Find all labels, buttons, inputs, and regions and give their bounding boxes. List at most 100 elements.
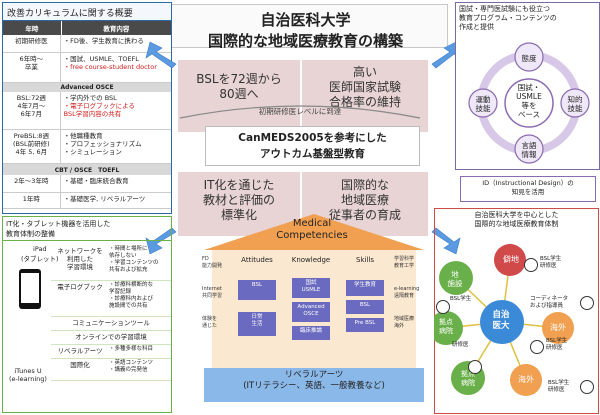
curriculum-year: 1年時 <box>3 193 61 208</box>
it-item-label: ネットワークを 利用した 学習環境 <box>57 247 103 271</box>
curriculum-heading: 改善カリキュラムに関する概要 <box>3 3 171 21</box>
national-diagram <box>468 42 590 164</box>
node-chi-shisetsu: 地 施設 <box>447 270 463 288</box>
curriculum-year: PreBSL:8週 (BSL前研修) 4年 5, 6月 <box>3 130 61 163</box>
node-henchi: 僻地 <box>503 255 519 264</box>
it-heading: IT化・タブレット機器を活用した 教育体制の整備 <box>3 217 171 241</box>
competency-col-header: Skills <box>356 256 374 264</box>
competency-left-label: Internet 共同学習 <box>202 286 223 299</box>
initial-level-label: 初期研修医レベルに到達 <box>258 107 342 116</box>
curriculum-content: ・国試、USMLE、TOEFL・free course-student doct… <box>61 53 171 82</box>
curriculum-box: 改善カリキュラムに関する概要 年時 教育内容 初期研修医・FD後、学生教育に携わ… <box>2 2 172 214</box>
it-item: リベラルアーツ・多種多様な科目 <box>51 345 171 359</box>
smiley-icon <box>468 360 482 374</box>
competencies-base: リベラルアーツ (ITリテラシー、英語、一般教養など) <box>243 370 385 391</box>
curriculum-content: ・学内外での BSL・電子ログブックによる BSL学習内容の共有 <box>61 92 171 129</box>
it-item: コミュニケーションツール <box>51 317 171 331</box>
it-item-desc: ・英語コンテンツ ・講義の完発信 <box>109 360 154 373</box>
national-center: 国試・ USMLE 等を ベース <box>516 83 542 119</box>
arrow-down-right <box>431 227 461 255</box>
net-label-0: BSL学生 研修医 <box>540 256 562 269</box>
ipad-icon <box>19 269 41 309</box>
competencies-heading: Medical Competencies <box>276 218 348 241</box>
competency-box: 日常 生活 <box>238 312 276 336</box>
it-item-label: オンラインでの学習環境 <box>75 333 147 341</box>
curriculum-row: 6年時～ 卒業・国試、USMLE、TOEFL・free course-stude… <box>3 53 171 83</box>
curriculum-content: ・FD後、学生教育に携わる <box>63 37 144 45</box>
competency-left-label: 体験を 通じた <box>202 316 218 329</box>
curriculum-year: 2年～3年時 <box>3 175 61 192</box>
arrow-up-left <box>145 41 177 69</box>
node-kaigai-2: 海外 <box>518 375 534 384</box>
col-content: 教育内容 <box>60 21 171 35</box>
cbt-osce-bar: CBT / OSCE TOEFL <box>3 164 171 175</box>
itunes-label: iTunes U (e-learning) <box>9 367 47 383</box>
network-center: 自治 医大 <box>492 310 510 331</box>
curriculum-rows-2: BSL:72週 4年7月～ 6年7月・学内外での BSL・電子ログブックによる … <box>3 92 171 164</box>
advanced-osce-bar: Advanced OSCE <box>3 83 171 92</box>
network-heading: 自治医科大学を中心とした 国際的な地域医療教育体制 <box>474 211 559 228</box>
it-item-label: リベラルアーツ <box>57 347 103 355</box>
national-heading: 国試・専門医試験にも役立つ 教育プログラム・コンテンツの 作成と提供 <box>459 5 557 31</box>
curriculum-content: ・他職種教育 ・プロフェッショナリズム ・シミュレーション <box>63 132 142 156</box>
competency-box: BSL <box>346 300 384 314</box>
it-items: ネットワークを 利用した 学習環境・時間と場所に 依存しない ・学習コンテンツの… <box>51 245 171 381</box>
smiley-icon <box>580 296 594 310</box>
network-box: 自治医科大学を中心とした 国際的な地域医療教育体制 <box>434 208 599 414</box>
initial-level-arc <box>179 105 421 119</box>
curriculum-row: 2年～3年時・基礎・臨床統合教育 <box>3 175 171 193</box>
arrow-down-left <box>145 227 177 255</box>
node-motor: 運動 技能 <box>475 95 491 113</box>
panel-pass-rate: 高い 医師国家試験 合格率の維持 <box>302 60 428 132</box>
title-line2: 国際的な地域医療教育の構築 <box>207 32 403 50</box>
competency-box: 学生教育 <box>346 280 384 296</box>
title-line1: 自治医科大学 <box>260 11 351 29</box>
curriculum-year: 初期研修医 <box>3 35 61 52</box>
node-kaigai-1: 海外 <box>550 323 566 332</box>
competency-house <box>204 214 424 402</box>
col-year: 年時 <box>3 21 61 35</box>
competency-box: Pre BSL <box>346 318 384 332</box>
curriculum-red-note: ・free course-student doctor <box>63 63 157 71</box>
it-item-desc: ・診療科横断的な 学習記録 ・診療科内および 施設間での共有 <box>109 282 154 309</box>
competency-right-label: 学習科学 教育工学 <box>394 256 415 269</box>
competency-right-label: e-learning 遠隔教育 <box>394 286 420 299</box>
it-item: ネットワークを 利用した 学習環境・時間と場所に 依存しない ・学習コンテンツの… <box>51 245 171 281</box>
roof <box>204 214 424 250</box>
net-label-3: BSL学生 研修医 <box>546 338 568 351</box>
foundation <box>204 368 424 402</box>
curriculum-year: 6年時～ 卒業 <box>3 53 61 82</box>
curriculum-year: BSL:72週 4年7月～ 6年7月 <box>3 92 61 129</box>
net-label-1: BSL学生 <box>450 296 472 302</box>
node-intellectual: 知的 技能 <box>567 95 583 113</box>
smiley-icon <box>580 380 594 394</box>
competency-col-header: Attitudes <box>241 256 273 264</box>
it-item: 電子ログブック・診療科横断的な 学習記録 ・診療科内および 施設間での共有 <box>51 281 171 317</box>
network-diagram <box>434 244 574 396</box>
competency-col-header: Knowledge <box>291 256 331 264</box>
competency-box: BSL <box>238 280 276 300</box>
it-item-label: コミュニケーションツール <box>72 319 150 327</box>
it-item-desc: ・時間と場所に 依存しない ・学習コンテンツの 共有および拡充 <box>109 246 159 273</box>
competency-left-label: FD 能力開発 <box>202 256 223 269</box>
id-box: ID（Instructional Design）の 知見を活用 <box>460 176 596 202</box>
curriculum-row: 1年時・基礎医学, リベラルアーツ <box>3 193 171 209</box>
competency-box: 臨床推論 <box>292 326 330 340</box>
it-item: オンラインでの学習環境 <box>51 331 171 345</box>
curriculum-row: 初期研修医・FD後、学生教育に携わる <box>3 35 171 53</box>
curriculum-content: ・基礎・臨床統合教育 <box>63 177 129 185</box>
net-label-2: コーディネータ および指導員 <box>530 296 569 309</box>
it-item: 国際化・英語コンテンツ ・講義の完発信 <box>51 359 171 381</box>
net-label-4: 研修医 <box>452 342 469 348</box>
node-kyoten-2: 拠点 病院 <box>461 370 475 387</box>
it-box: IT化・タブレット機器を活用した 教育体制の整備 iPad (タブレット) iT… <box>2 216 172 413</box>
node-attitude: 態度 <box>521 54 537 63</box>
smiley-icon <box>530 340 544 354</box>
node-verbal: 言語 情報 <box>521 141 537 159</box>
title-box: 自治医科大学 国際的な地域医療教育の構築 <box>163 4 448 50</box>
ipad-label: iPad (タブレット) <box>21 245 59 263</box>
